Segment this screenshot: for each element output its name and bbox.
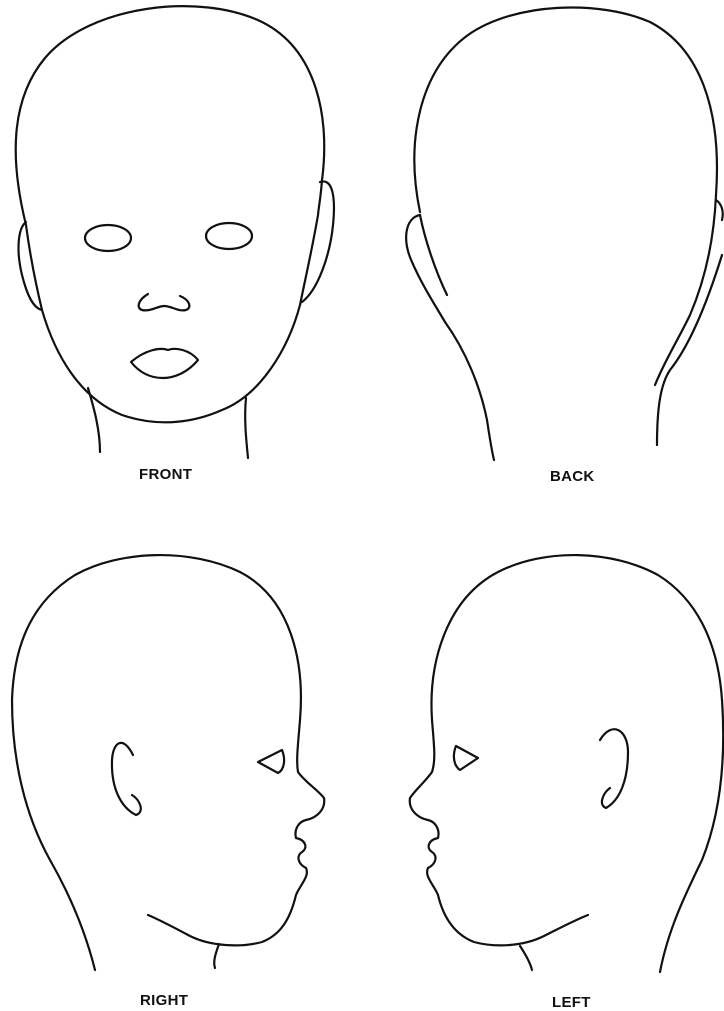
back-head-outline xyxy=(414,7,717,385)
left-label: LEFT xyxy=(552,994,591,1011)
right-view xyxy=(12,555,324,970)
right-ear xyxy=(112,743,141,815)
back-label: BACK xyxy=(550,468,595,485)
front-right-ear xyxy=(302,181,334,302)
right-head-outline xyxy=(12,555,324,970)
left-eye xyxy=(454,746,478,770)
front-head-outline xyxy=(16,6,325,422)
back-neck-right xyxy=(657,255,722,445)
front-nose xyxy=(139,294,190,310)
back-right-ear xyxy=(716,200,723,220)
front-view xyxy=(16,6,334,458)
front-left-eye xyxy=(85,225,131,251)
left-neck xyxy=(520,946,532,970)
back-left-ear xyxy=(406,215,445,322)
front-label: FRONT xyxy=(139,466,192,483)
right-label: RIGHT xyxy=(140,992,188,1009)
front-mouth xyxy=(131,349,198,378)
back-neck-left xyxy=(445,322,494,460)
left-ear xyxy=(600,729,628,808)
back-view xyxy=(406,7,723,460)
left-head-outline xyxy=(410,555,723,972)
left-view xyxy=(410,555,723,972)
back-left-ear-inner xyxy=(420,215,447,295)
front-neck-right xyxy=(245,398,248,458)
right-eye xyxy=(258,750,284,773)
front-right-eye xyxy=(206,223,252,249)
right-neck xyxy=(214,944,219,968)
